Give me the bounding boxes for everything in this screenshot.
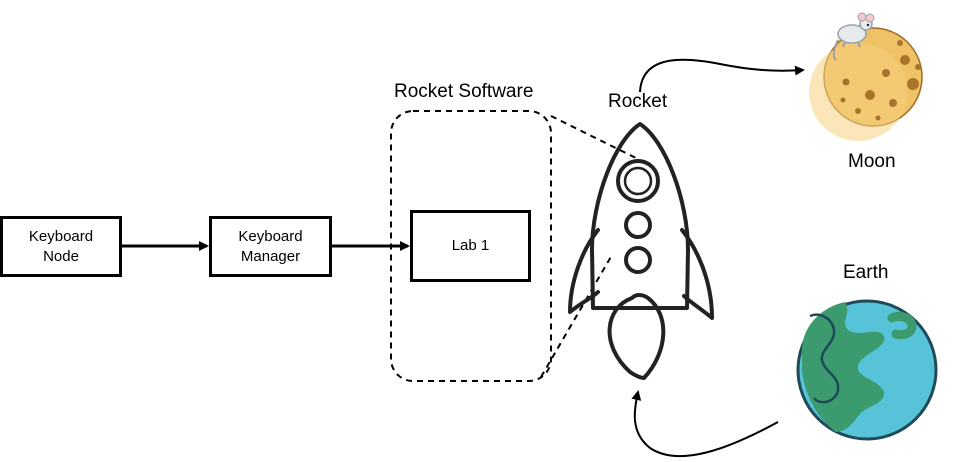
edge-earth-to-rocket	[631, 390, 779, 458]
moon-icon	[809, 27, 923, 141]
zoom-line-bottom	[540, 254, 613, 378]
rocket-icon	[568, 122, 714, 380]
earth-icon	[796, 299, 938, 441]
keyboard-node-box[interactable]: Keyboard Node	[0, 216, 122, 277]
keyboard-node-label: Keyboard Node	[28, 227, 94, 265]
keyboard-manager-label: Keyboard Manager	[238, 227, 303, 265]
zoom-line-top	[550, 115, 641, 161]
mouse-icon	[832, 12, 875, 61]
rocket-software-group	[390, 110, 552, 382]
lab1-box[interactable]: Lab 1	[410, 210, 531, 282]
lab1-label: Lab 1	[451, 237, 490, 254]
keyboard-manager-box[interactable]: Keyboard Manager	[209, 216, 332, 277]
rocket-label: Rocket	[608, 91, 668, 112]
earth-label: Earth	[843, 262, 889, 283]
rocket-software-label: Rocket Software	[394, 81, 534, 102]
moon-label: Moon	[848, 151, 896, 172]
edge-rocket-to-moon	[639, 58, 805, 93]
